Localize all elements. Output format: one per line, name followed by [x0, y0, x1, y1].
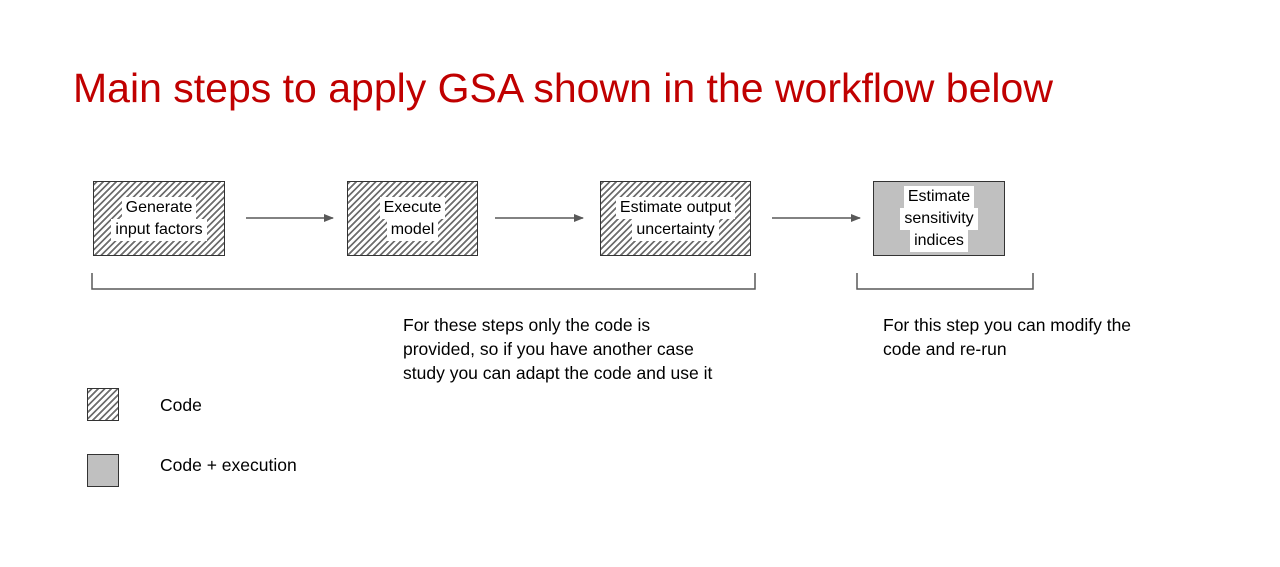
step-label-line: sensitivity	[900, 207, 978, 230]
step-generate-input-factors: Generate input factors	[93, 181, 225, 256]
step-label-line: Execute	[379, 196, 446, 219]
legend-label-code-execution: Code + execution	[160, 455, 297, 475]
legend-swatch-code	[87, 388, 119, 421]
step-execute-model: Execute model	[347, 181, 478, 256]
note-code-steps: For these steps only the code is provide…	[403, 313, 712, 385]
step-label-line: indices	[910, 229, 968, 252]
legend-swatch-code-execution	[87, 454, 119, 487]
step-label-line: Generate	[121, 196, 197, 219]
step-label: Generate input factors	[111, 196, 207, 241]
note-line: For this step you can modify the	[883, 315, 1132, 335]
bracket-code-steps	[91, 273, 756, 290]
note-line: provided, so if you have another case	[403, 339, 694, 359]
step-label-line: input factors	[111, 218, 207, 241]
step-label: Execute model	[379, 196, 446, 241]
step-estimate-sensitivity-indices: Estimate sensitivity indices	[873, 181, 1005, 256]
step-estimate-output-uncertainty: Estimate output uncertainty	[600, 181, 751, 256]
step-label-line: Estimate	[903, 185, 975, 208]
bracket-execution-step	[856, 273, 1034, 290]
step-label-line: model	[386, 218, 439, 241]
step-label: Estimate sensitivity indices	[900, 185, 978, 252]
note-line: code and re-run	[883, 339, 1007, 359]
step-label-line: Estimate output	[615, 196, 736, 219]
step-label: Estimate output uncertainty	[615, 196, 736, 241]
note-line: For these steps only the code is	[403, 315, 651, 335]
note-line: study you can adapt the code and use it	[403, 363, 713, 383]
page-title: Main steps to apply GSA shown in the wor…	[73, 65, 1053, 111]
note-execution-step: For this step you can modify the code an…	[883, 313, 1131, 361]
legend-label-code: Code	[160, 395, 202, 415]
step-label-line: uncertainty	[632, 218, 719, 241]
